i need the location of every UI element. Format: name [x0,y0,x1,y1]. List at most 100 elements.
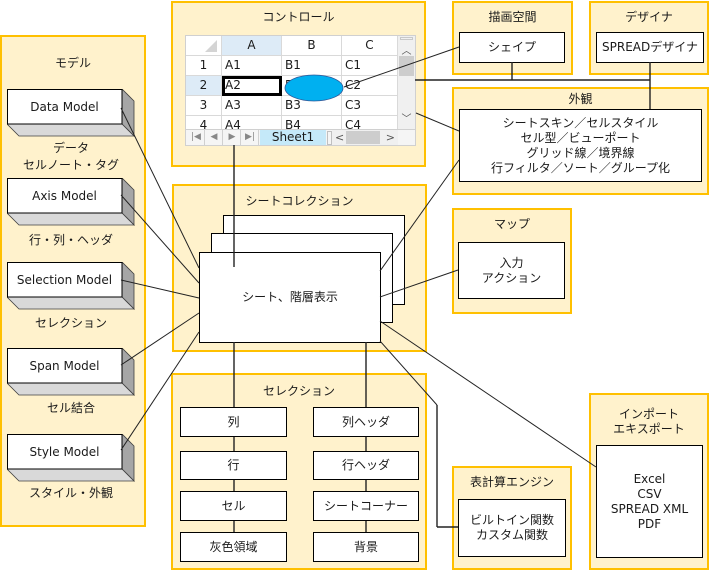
sheet-tab[interactable]: Sheet1 [260,130,326,145]
calc-engine-panel: 表計算エンジン ビルトイン関数 カスタム関数 [452,466,572,570]
format-line: CSV [637,486,662,501]
column-header[interactable]: B [282,36,342,56]
appearance-line: セル型／ビューポート [520,130,641,145]
first-sheet-icon[interactable]: |◀ [188,130,205,145]
designer-title: デザイナ [625,10,673,24]
calc-engine-box: ビルトイン関数 カスタム関数 [458,499,566,557]
calc-engine-line: ビルトイン関数 [469,513,554,527]
tab-splitter-handle[interactable] [327,131,332,145]
style-model-caption: スタイル・外観 [28,486,113,500]
sheet-front: シート、階層表示 [199,252,381,343]
cell[interactable]: A4 [222,116,282,129]
sheet-corner[interactable] [186,36,222,56]
calc-engine-title: 表計算エンジン [469,475,554,489]
sheet-tab-bar: |◀ ◀ ▶ ▶| Sheet1 < > [186,129,415,145]
row-header[interactable]: 4 [186,116,222,129]
appearance-box: シートスキン／セルスタイル セル型／ビューポート グリッド線／境界線 行フィルタ… [459,109,702,182]
appearance-line: グリッド線／境界線 [526,145,635,160]
title-line: エキスポート [613,422,685,436]
ellipse-shape[interactable] [284,74,344,102]
selection-column-header-box: 列ヘッダ [313,407,419,437]
cell[interactable]: C3 [342,96,398,116]
selection-model-box: Selection Model [7,262,135,310]
cell[interactable]: A3 [222,96,282,116]
caption-line: セルノート・タグ [22,158,119,172]
model-panel: モデル Data Model データ セルノート・タグ Axis Model 行… [0,35,146,527]
vertical-scroll-thumb[interactable] [399,56,414,76]
vertical-scrollbar[interactable]: ︿ ﹀ [398,36,415,129]
span-model-box: Span Model [7,348,135,396]
selection-column-box: 列 [180,407,287,437]
scroll-right-icon[interactable]: > [385,131,395,144]
map-panel: マップ 入力 アクション [452,208,572,314]
map-line: アクション [481,270,542,285]
spreadsheet-control[interactable]: A B C 1 A1 B1 C1 2 A2 B2 C2 3 A3 B3 C3 4… [186,36,415,145]
axis-model-label: Axis Model [32,188,97,203]
box-3d-shape [7,434,135,482]
last-sheet-icon[interactable]: ▶| [242,130,259,145]
designer-panel: デザイナ SPREADデザイナ [589,1,709,75]
next-sheet-icon[interactable]: ▶ [224,130,241,145]
selection-panel: セレクション 列 行 セル 灰色領域 列ヘッダ 行ヘッダ シートコーナー 背景 [171,373,427,570]
selection-background-box: 背景 [313,532,419,562]
data-model-box: Data Model [7,89,135,137]
scroll-left-icon[interactable]: < [335,131,345,144]
corner-triangle-icon [205,40,217,52]
data-model-caption: データ セルノート・タグ [0,140,142,174]
selection-gray-area-box: 灰色領域 [180,532,287,562]
selection-cell-box: セル [180,491,287,521]
axis-model-caption: 行・列・ヘッダ [28,233,113,247]
row-header[interactable]: 1 [186,56,222,76]
control-panel-title: コントロール [262,10,335,24]
calc-engine-line: カスタム関数 [475,528,548,542]
appearance-panel: 外観 シートスキン／セルスタイル セル型／ビューポート グリッド線／境界線 行フ… [452,87,709,195]
sheet-collection-title: シートコレクション [245,194,354,208]
map-box: 入力 アクション [458,242,565,299]
selection-sheet-corner-box: シートコーナー [313,491,419,521]
style-model-box: Style Model [7,434,135,482]
format-line: Excel [633,471,666,486]
control-panel: コントロール A B C 1 A1 B1 C1 2 A2 B2 C2 3 A3 … [171,1,426,167]
box-3d-shape [7,262,135,310]
selection-model-caption: セレクション [34,316,107,330]
import-export-title: インポート エキスポート [589,407,709,437]
horizontal-scroll-thumb[interactable] [346,131,380,144]
span-model-label: Span Model [29,358,100,373]
import-export-box: Excel CSV SPREAD XML PDF [596,445,703,558]
sheet-collection-panel: シートコレクション シート、階層表示 [172,184,427,352]
import-export-panel: インポート エキスポート Excel CSV SPREAD XML PDF [589,393,709,570]
cell[interactable]: C4 [342,116,398,129]
spreadsheet-grid[interactable]: A B C 1 A1 B1 C1 2 A2 B2 C2 3 A3 B3 C3 4… [186,36,398,129]
scroll-up-icon[interactable]: ︿ [401,46,412,57]
drawing-space-panel: 描画空間 シェイプ [452,1,573,75]
span-model-caption: セル結合 [46,401,95,415]
selection-title: セレクション [262,384,335,398]
map-line: 入力 [499,255,524,270]
model-panel-title: モデル [54,56,91,70]
caption-line: データ [52,141,89,155]
format-line: PDF [637,516,662,531]
selection-model-label: Selection Model [16,272,113,287]
appearance-title: 外観 [568,92,593,106]
cell[interactable]: A1 [222,56,282,76]
map-title: マップ [493,217,530,231]
cell[interactable]: B4 [282,116,342,129]
row-header[interactable]: 3 [186,96,222,116]
row-header[interactable]: 2 [186,76,222,96]
style-model-label: Style Model [29,444,100,459]
shape-box: シェイプ [459,32,565,63]
horizontal-scrollbar[interactable]: < > [332,130,398,145]
cell[interactable]: B3 [282,96,342,116]
appearance-line: シートスキン／セルスタイル [502,115,659,130]
selection-row-box: 行 [180,451,287,480]
selection-row-header-box: 行ヘッダ [313,451,419,480]
active-cell[interactable]: A2 [222,76,282,96]
drawing-space-title: 描画空間 [488,10,537,24]
previous-sheet-icon[interactable]: ◀ [206,130,223,145]
spread-designer-box: SPREADデザイナ [596,32,704,63]
title-line: インポート [618,407,679,421]
column-header[interactable]: A [222,36,282,56]
data-model-label: Data Model [30,99,99,114]
scroll-down-icon[interactable]: ﹀ [401,114,412,125]
row-splitter-handle[interactable] [400,37,413,40]
